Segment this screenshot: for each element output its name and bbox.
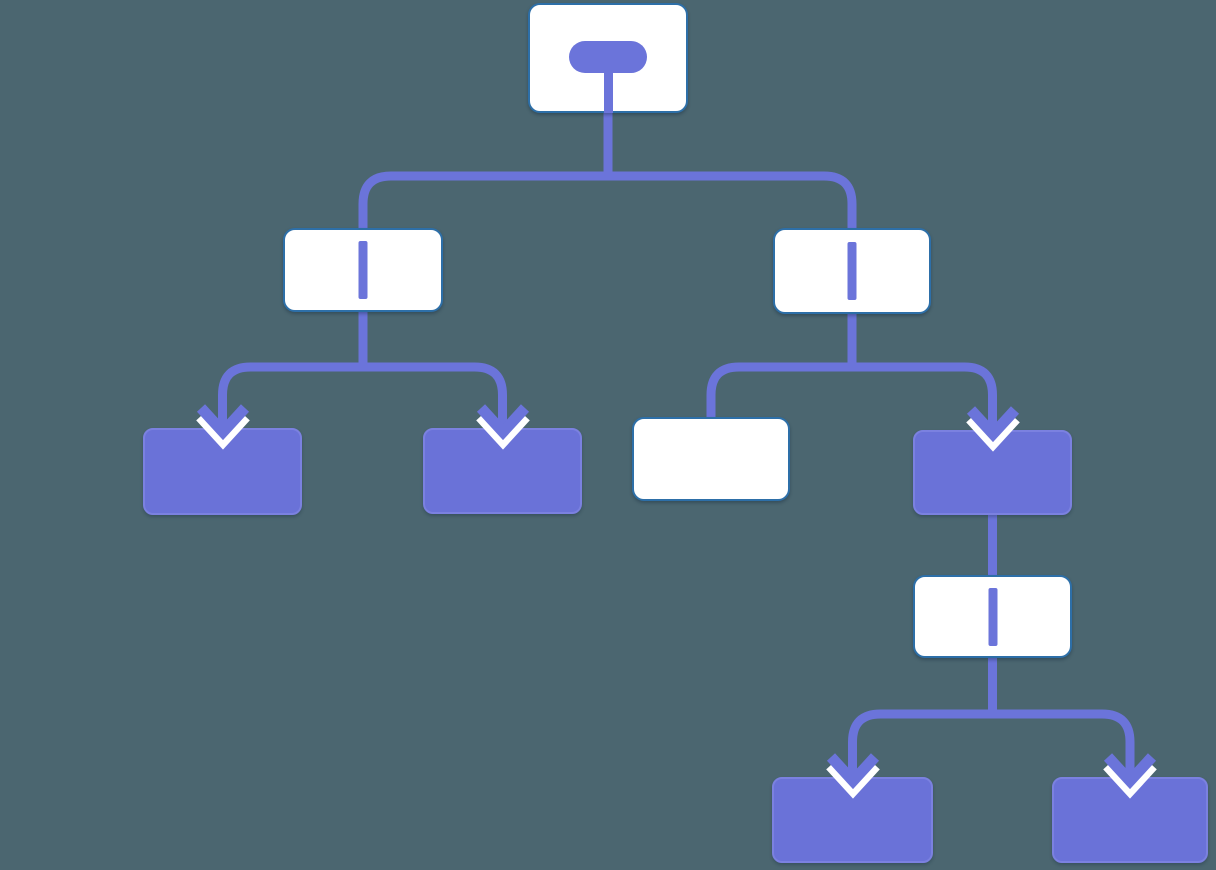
tree-pill-icon: [569, 41, 647, 73]
vertical-line-icon: [847, 242, 857, 300]
edge-root-to-branch-left: [358, 111, 613, 230]
edge-branch-right-to-leaf-3: [706, 312, 857, 419]
edge-branch-bottom-to-leaf-6: [988, 656, 1135, 781]
edge-root-to-branch-right: [603, 111, 857, 230]
node-root[interactable]: [528, 3, 688, 113]
edge-branch-left-to-leaf-2: [358, 310, 507, 432]
pill-stem-icon: [603, 69, 613, 113]
vertical-line-icon: [358, 241, 368, 299]
double-chevron-down-icon: [1103, 753, 1157, 799]
edge-branch-left-to-leaf-1: [218, 310, 368, 432]
vertical-line-icon: [988, 587, 997, 646]
node-branch-left[interactable]: [283, 228, 443, 312]
double-chevron-down-icon: [825, 753, 880, 799]
double-chevron-down-icon: [965, 406, 1020, 452]
edge-branch-right-to-leaf-4: [847, 312, 997, 434]
node-branch-bottom[interactable]: [913, 575, 1072, 658]
double-chevron-down-icon: [475, 404, 530, 450]
node-branch-right[interactable]: [773, 228, 931, 314]
double-chevron-down-icon: [195, 404, 250, 450]
node-leaf-3[interactable]: [632, 417, 790, 501]
edge-branch-bottom-to-leaf-5: [848, 656, 997, 781]
